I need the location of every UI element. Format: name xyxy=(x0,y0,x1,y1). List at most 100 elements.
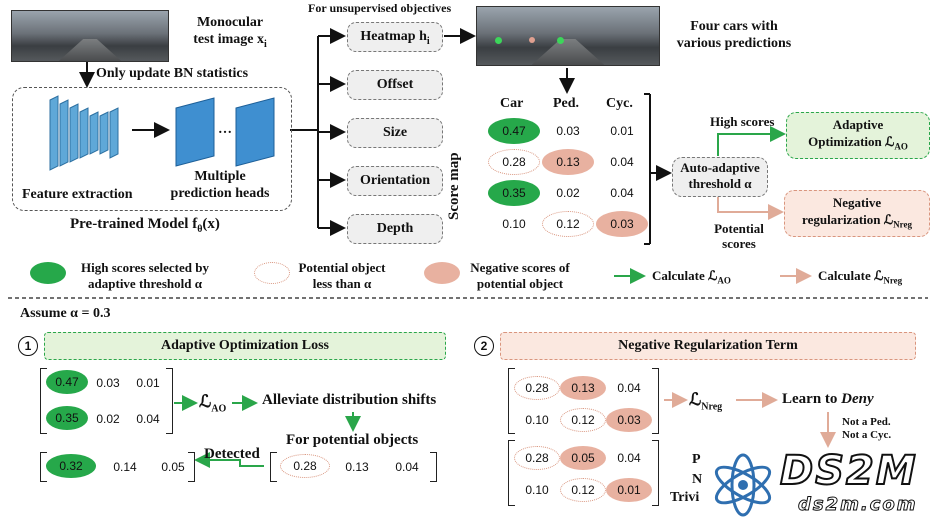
ao-matrix-bracket-left xyxy=(40,368,47,434)
detected-cell: 0.32 xyxy=(46,454,96,478)
heatmap-head-label: Heatmap h xyxy=(360,29,427,44)
nr-loss-symbol: ℒNreg xyxy=(689,390,722,412)
nr-cell: 0.12 xyxy=(560,408,606,432)
score-cell: 0.28 xyxy=(488,149,540,175)
input-caption-line1: Monocular xyxy=(196,15,264,30)
legend-neg-line1: Negative scores of xyxy=(470,260,570,275)
col-car: Car xyxy=(500,96,524,111)
neg-reg-sub: Nreg xyxy=(893,219,912,230)
ao-matrix-bracket-right xyxy=(166,368,173,434)
legend-pot-line1: Potential object xyxy=(298,260,386,275)
not-cyc: Not a Cyc. xyxy=(842,429,892,441)
legend-potential-swatch xyxy=(254,262,290,284)
legend-potential: Potential object less than α xyxy=(282,260,402,292)
potential-scores-label: Potential scores xyxy=(704,221,774,251)
ao-loss-symbol-sub: AO xyxy=(211,403,227,415)
legend-calc-ao: Calculate ℒAO xyxy=(652,268,731,286)
detected-bracket-right xyxy=(188,452,195,482)
offset-head: Offset xyxy=(347,70,443,100)
col-cyc: Cyc. xyxy=(606,96,633,111)
legend-high-line1: High scores selected by xyxy=(81,260,209,275)
ao-cell: 0.35 xyxy=(46,406,88,430)
score-cell: 0.02 xyxy=(556,186,580,200)
pretrained-model-box xyxy=(12,87,292,211)
score-cell: 0.04 xyxy=(610,155,634,169)
nr-cell: 0.05 xyxy=(560,446,606,470)
input-caption-line2: test image x xyxy=(193,32,264,47)
adaptive-opt-line2: Optimization ℒ xyxy=(808,134,895,149)
ao-cell: 0.03 xyxy=(96,376,120,390)
legend-high-swatch xyxy=(30,262,66,284)
detected-cell: 0.14 xyxy=(113,460,137,474)
feature-label: Feature extraction xyxy=(22,187,133,202)
ao-loss-symbol: ℒAO xyxy=(199,392,226,414)
assume-label: Assume α = 0.3 xyxy=(20,306,111,321)
input-caption-sub: i xyxy=(263,38,267,50)
potential-cell: 0.28 xyxy=(280,454,330,478)
pretrained-label: Pre-trained Model fθ(x) xyxy=(70,216,220,235)
legend-calc-nreg-sub: Nreg xyxy=(883,275,903,286)
score-cell: 0.35 xyxy=(488,180,540,206)
nr-matrix1-bracket-left xyxy=(508,368,515,434)
auto-line2: threshold α xyxy=(688,176,752,191)
car-marker xyxy=(529,37,535,43)
legend-calc-nreg: Calculate ℒNreg xyxy=(818,268,902,286)
pretrained-label-arg: (x) xyxy=(202,216,220,232)
ao-cell: 0.02 xyxy=(96,412,120,426)
watermark: DS2M ds2m.com xyxy=(702,447,936,520)
partial-text-2: N xyxy=(692,472,703,487)
detected-bracket-left xyxy=(40,452,47,482)
nr-cell: 0.12 xyxy=(560,478,606,502)
score-cell: 0.03 xyxy=(596,211,648,237)
deny-notes: Not a Ped. Not a Cyc. xyxy=(842,416,891,442)
for-potential-label: For potential objects xyxy=(286,432,419,448)
nr-cell: 0.10 xyxy=(525,413,549,427)
learn-deny-emphasis: Deny xyxy=(841,391,874,407)
score-cell: 0.10 xyxy=(502,217,526,231)
monocular-test-image xyxy=(11,10,169,62)
partial-text-1: P xyxy=(692,452,701,467)
score-cell: 0.04 xyxy=(610,186,634,200)
heatmap-head: Heatmap hi xyxy=(347,22,443,52)
score-cell: 0.13 xyxy=(542,149,594,175)
legend-high: High scores selected by adaptive thresho… xyxy=(72,260,218,292)
nr-loss-symbol-text: ℒ xyxy=(689,390,702,409)
potential-bracket-right xyxy=(430,452,437,482)
ao-cell: 0.04 xyxy=(136,412,160,426)
nr-cell: 0.13 xyxy=(560,376,606,400)
learn-deny-text: Learn to xyxy=(782,391,842,407)
cars-caption-line2: various predictions xyxy=(676,36,792,51)
nr-cell: 0.04 xyxy=(617,451,641,465)
neg-reg-line2: regularization ℒ xyxy=(802,212,894,227)
legend-calc-ao-text: Calculate ℒ xyxy=(652,268,718,283)
unsup-label: For unsupervised objectives xyxy=(308,1,452,15)
size-head: Size xyxy=(347,118,443,148)
cars-caption: Four cars with various predictions xyxy=(664,18,804,52)
prediction-image xyxy=(476,6,660,66)
heads-label-line1: Multiple xyxy=(194,169,246,184)
nr-matrix2-bracket-right xyxy=(652,440,659,506)
score-cell: 0.47 xyxy=(488,118,540,144)
high-scores-label: High scores xyxy=(710,114,775,129)
neg-reg-line1: Negative xyxy=(832,195,882,210)
atom-logo-icon xyxy=(714,453,772,517)
nr-cell: 0.10 xyxy=(525,483,549,497)
legend-neg-line2: potential object xyxy=(476,276,564,291)
legend-high-line2: adaptive threshold α xyxy=(88,276,202,291)
ao-cell: 0.47 xyxy=(46,370,88,394)
legend-calc-ao-sub: AO xyxy=(717,275,731,286)
negative-regularization-box: Negative regularization ℒNreg xyxy=(784,190,930,237)
legend-negative-swatch xyxy=(424,262,460,284)
nr-matrix1-bracket-right xyxy=(652,368,659,434)
detected-label: Detected xyxy=(204,446,260,462)
learn-deny-label: Learn to Deny xyxy=(782,391,874,408)
nr-cell: 0.04 xyxy=(617,381,641,395)
section-2-number: 2 xyxy=(474,336,494,356)
score-cell: 0.01 xyxy=(610,124,634,138)
heatmap-head-sub: i xyxy=(426,35,430,47)
depth-head: Depth xyxy=(347,214,443,244)
not-ped: Not a Ped. xyxy=(842,416,891,428)
heads-label-line2: prediction heads xyxy=(170,186,270,201)
